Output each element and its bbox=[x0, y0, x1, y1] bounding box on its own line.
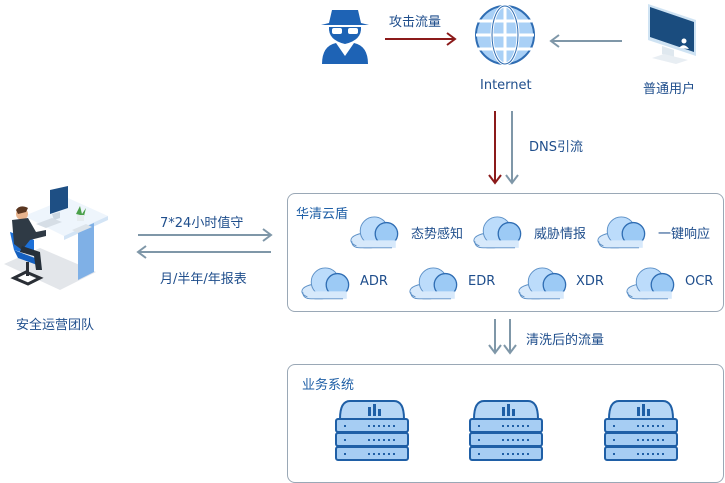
service-edr: EDR bbox=[408, 263, 508, 303]
cloud-icon bbox=[408, 263, 466, 301]
cloud-shield-panel: 华清云盾 态势感知 威胁情报 一键响应 ADR EDR XDR OCR bbox=[287, 193, 724, 312]
security-team-label: 安全运营团队 bbox=[16, 318, 95, 333]
reports-label: 月/半年/年报表 bbox=[160, 272, 247, 287]
attack-traffic-label: 攻击流量 bbox=[389, 15, 442, 30]
cleaned-traffic-label: 清洗后的流量 bbox=[526, 333, 605, 348]
security-team-illustration bbox=[4, 186, 108, 290]
service-situational-awareness: 态势感知 bbox=[349, 212, 479, 252]
hacker-icon bbox=[321, 10, 369, 64]
clean-traffic-arrows bbox=[488, 319, 517, 355]
business-systems-title: 业务系统 bbox=[302, 378, 355, 393]
service-label: 威胁情报 bbox=[534, 227, 587, 242]
service-xdr: XDR bbox=[517, 263, 617, 303]
monitor-user-icon bbox=[648, 4, 696, 64]
service-label: OCR bbox=[685, 274, 714, 289]
business-systems-panel: 业务系统 bbox=[287, 364, 724, 483]
cloud-icon bbox=[472, 212, 530, 250]
service-label: 一键响应 bbox=[658, 227, 711, 242]
cloud-shield-title: 华清云盾 bbox=[296, 207, 349, 222]
cloud-icon bbox=[596, 212, 654, 250]
service-threat-intel: 威胁情报 bbox=[472, 212, 602, 252]
server-icon bbox=[603, 397, 679, 463]
cloud-icon bbox=[349, 212, 407, 250]
service-adr: ADR bbox=[300, 263, 400, 303]
cloud-icon bbox=[517, 263, 575, 301]
team-to-shield-arrow bbox=[138, 228, 273, 242]
internet-globe-icon bbox=[475, 4, 535, 66]
server-icon bbox=[334, 397, 410, 463]
dns-arrows bbox=[488, 111, 519, 185]
service-label: ADR bbox=[360, 274, 388, 289]
cloud-icon bbox=[625, 263, 683, 301]
service-ocr: OCR bbox=[625, 263, 725, 303]
service-label: EDR bbox=[468, 274, 496, 289]
normal-user-label: 普通用户 bbox=[643, 82, 696, 97]
internet-label: Internet bbox=[480, 78, 532, 93]
normal-traffic-arrow bbox=[549, 34, 622, 48]
service-one-click-response: 一键响应 bbox=[596, 212, 725, 252]
cloud-icon bbox=[300, 263, 358, 301]
monitoring-label: 7*24小时值守 bbox=[160, 216, 244, 231]
attack-traffic-arrow bbox=[385, 32, 457, 46]
service-label: XDR bbox=[576, 274, 604, 289]
dns-diversion-label: DNS引流 bbox=[529, 140, 583, 155]
shield-to-team-arrow bbox=[136, 245, 271, 259]
service-label: 态势感知 bbox=[411, 227, 464, 242]
server-icon bbox=[468, 397, 544, 463]
